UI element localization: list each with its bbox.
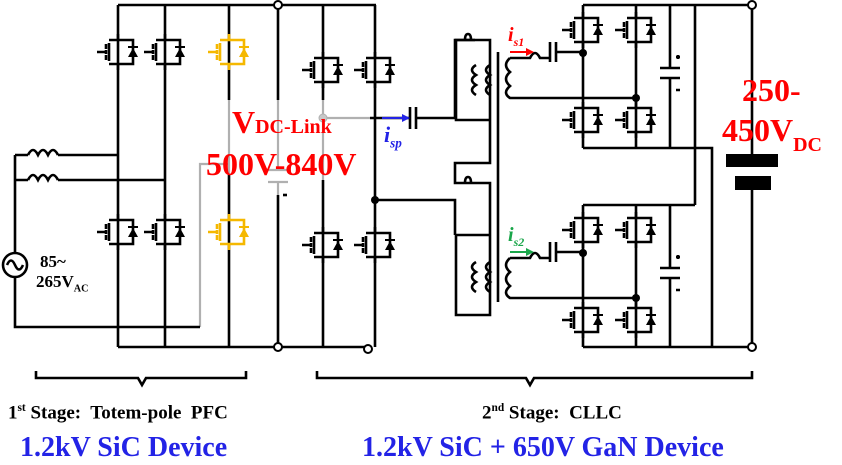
dc-link-terminal-bottom	[273, 342, 283, 352]
bridge-terminal-bottom	[363, 344, 373, 354]
battery-plate-positive	[726, 154, 778, 167]
output-voltage-line1: 250-	[742, 72, 801, 108]
stage2-title: 2nd Stage: CLLC	[482, 402, 622, 424]
output-terminal-positive	[747, 0, 757, 10]
primary-junction-node	[371, 196, 379, 204]
input-voltage-unit: AC	[73, 283, 89, 295]
dc-link-v: V	[232, 104, 256, 140]
input-voltage-label: 85~ 265VAC	[36, 252, 89, 294]
input-voltage-value: 265V	[36, 272, 74, 291]
dc-link-voltage-symbol: VDC-Link	[232, 104, 332, 141]
is2-label: is2	[508, 224, 525, 249]
stage2-device: 1.2kV SiC + 650V GaN Device	[362, 432, 724, 463]
input-voltage-line1: 85~	[40, 252, 66, 271]
ac-source-icon	[1, 251, 29, 279]
stage1-brace	[34, 371, 248, 388]
secondary-wiring	[581, 3, 754, 349]
stage2-brace	[315, 371, 754, 388]
output-terminal-negative	[747, 342, 757, 352]
dc-link-terminal-top	[273, 0, 283, 10]
output-voltage-line2: 450VDC	[722, 112, 822, 156]
output-voltage-value: 450V	[722, 112, 794, 148]
is1-label: is1	[508, 24, 525, 49]
stage1-title: 1st Stage: Totem-pole PFC	[8, 402, 228, 424]
dc-link-subscript: DC-Link	[255, 116, 332, 138]
transformer	[420, 32, 636, 317]
isp-label: isp	[384, 122, 402, 151]
stage1-device: 1.2kV SiC Device	[20, 432, 228, 463]
primary-resonant-capacitor	[400, 38, 475, 129]
battery-plate-negative	[735, 176, 771, 190]
stage1-wiring	[13, 3, 420, 349]
dc-link-voltage-range: 500V-840V	[206, 146, 357, 182]
primary-midpoint-node	[318, 113, 328, 123]
output-voltage-unit: DC	[793, 134, 822, 156]
